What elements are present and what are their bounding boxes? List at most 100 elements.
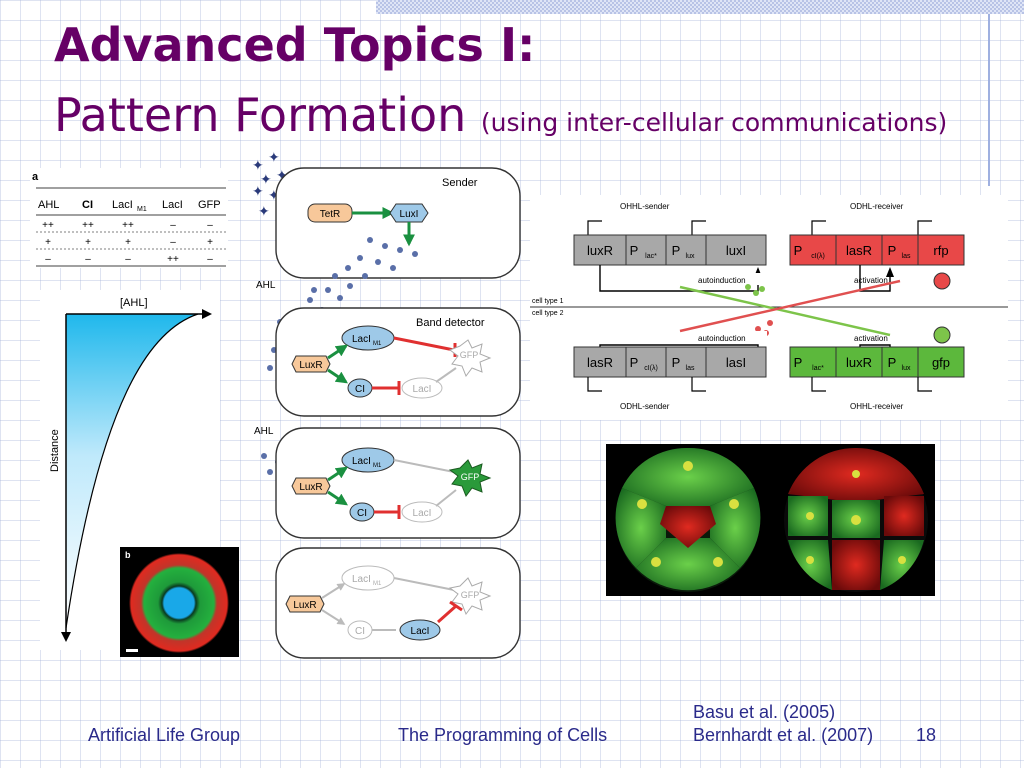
gene-bottom-1-sub: cI(λ) — [644, 365, 658, 372]
luxr-label-3: LuxR — [293, 600, 316, 611]
bernhardt-svg: OHHL-sender ODHL-receiver luxR P lac* P … — [530, 202, 1008, 411]
ohhl-sender-top: OHHL-sender — [620, 202, 670, 211]
luxr-label-1: LuxR — [299, 360, 322, 371]
activation-bottom: activation — [854, 334, 888, 343]
ci-label-1: CI — [355, 384, 365, 395]
svg-text:✦: ✦ — [252, 157, 264, 173]
cell-r0-c4: – — [207, 220, 213, 231]
autoinduction-bottom: autoinduction — [698, 334, 746, 343]
laci-label-1: LacI — [413, 384, 432, 395]
expression-table: a AHL CI LacI M1 LacI GFP ++ ++ ++ – – +… — [32, 171, 226, 267]
decorative-strip — [376, 0, 1024, 14]
colony-left — [615, 447, 761, 592]
cell-type-1: cell type 1 — [532, 298, 564, 305]
gene-bottom-5: luxR — [846, 355, 872, 370]
gene-top-6: P — [888, 243, 897, 258]
ahl-gradient-plot: [AHL] Distance — [49, 297, 212, 642]
gene-top-0: luxR — [587, 243, 613, 258]
laci-m1-label-1: LacI — [352, 334, 371, 345]
band-detector-circuit: ✦✦ ✦✦ ✦✦ ✦✦ ✦ Sender TetR LuxI AHL AHL — [250, 149, 525, 662]
gene-top-2-sub: lux — [686, 253, 695, 260]
gene-bottom-7: gfp — [932, 355, 950, 370]
svg-text:✦: ✦ — [258, 203, 270, 219]
cell-r2-c4: – — [207, 254, 213, 265]
laci-m1-label-3: LacI — [352, 574, 371, 585]
sender-cell — [275, 167, 521, 279]
laci-label-2: LacI — [413, 508, 432, 519]
gene-bottom-6-sub: lux — [902, 365, 911, 372]
panel-a-table: a AHL CI LacI M1 LacI GFP ++ ++ ++ – – +… — [30, 168, 228, 268]
th-laci-m1: LacI — [112, 199, 133, 211]
m1-sub-2: M1 — [373, 463, 382, 469]
gfp-label-3: GFP — [461, 590, 480, 600]
gene-bottom-4-sub: lac* — [812, 365, 824, 372]
cell-no-ahl — [275, 547, 521, 659]
gene-bottom-2: P — [672, 355, 681, 370]
gene-top-5: lasR — [846, 243, 872, 258]
gfp-label-2: GFP — [461, 472, 480, 482]
panel-a-label: a — [32, 171, 39, 183]
cell-r1-c4: + — [207, 237, 213, 248]
svg-text:✦: ✦ — [252, 183, 264, 199]
cell-r0-c2: ++ — [122, 220, 134, 231]
gene-top-7: rfp — [933, 243, 948, 258]
th-laci: LacI — [162, 199, 183, 211]
footer-center: The Programming of Cells — [398, 725, 608, 745]
gene-bottom-0: lasR — [587, 355, 613, 370]
laci-label-3: LacI — [411, 626, 430, 637]
cell-high-gfp — [275, 427, 521, 539]
cell-r2-c1: – — [85, 254, 91, 265]
title-subtitle: (using inter-cellular communications) — [480, 108, 948, 137]
colony-right — [784, 447, 928, 592]
cell-r2-c3: ++ — [167, 254, 179, 265]
laci-m1-label-2: LacI — [352, 456, 371, 467]
cell-r1-c0: + — [45, 237, 51, 248]
ahl-label-2: AHL — [254, 426, 274, 437]
m1-sub-1: M1 — [373, 341, 382, 347]
autoinduction-top: autoinduction — [698, 276, 746, 285]
bullseye-image: b — [120, 547, 239, 657]
cell-r1-c2: + — [125, 237, 131, 248]
cell-r2-c0: – — [45, 254, 51, 265]
luxr-label-2: LuxR — [299, 482, 322, 493]
ohhl-receiver-bottom: OHHL-receiver — [850, 402, 904, 411]
cell-type-2: cell type 2 — [532, 310, 564, 317]
gene-bottom-4: P — [794, 355, 803, 370]
sender-label: Sender — [442, 177, 478, 189]
green-bulb-icon — [933, 326, 951, 344]
odhl-receiver-top: ODHL-receiver — [850, 202, 904, 211]
ahl-label-1: AHL — [256, 280, 276, 291]
gene-top-6-sub: las — [902, 253, 911, 260]
band-detector-label: Band detector — [416, 317, 485, 329]
band-detector-cell — [275, 307, 521, 417]
citation-bernhardt: Bernhardt et al. (2007) — [693, 725, 874, 745]
decorative-line — [988, 14, 990, 186]
cell-r0-c1: ++ — [82, 220, 94, 231]
citation-basu: Basu et al. (2005) — [693, 702, 836, 722]
red-bulb-icon — [933, 272, 951, 290]
panel-b-label: b — [125, 550, 131, 560]
distance-axis-label: Distance — [49, 429, 61, 472]
gene-top-2: P — [672, 243, 681, 258]
bullseye-svg: b — [125, 550, 229, 653]
gene-bottom-1: P — [630, 355, 639, 370]
gene-bottom-6: P — [888, 355, 897, 370]
cell-r1-c1: + — [85, 237, 91, 248]
gene-top-4-sub: cI(λ) — [811, 253, 825, 260]
page-number: 18 — [916, 725, 937, 745]
ci-label-2: CI — [357, 508, 367, 519]
gfp-label-1: GFP — [460, 350, 479, 360]
th-ci: CI — [82, 199, 93, 211]
activation-top: activation — [854, 276, 888, 285]
gene-top-3: luxI — [726, 243, 746, 258]
ci-label-3: CI — [355, 626, 365, 637]
microscopy-image — [606, 444, 935, 596]
svg-text:✦: ✦ — [268, 150, 280, 165]
cell-r0-c3: – — [170, 220, 176, 231]
luxi-label: LuxI — [400, 209, 419, 220]
cell-r1-c3: – — [170, 237, 176, 248]
gene-top-1: P — [630, 243, 639, 258]
gene-bottom-3: lasI — [726, 355, 746, 370]
gene-top-1-sub: lac* — [645, 253, 657, 260]
title-main: Pattern Formation — [54, 88, 467, 142]
